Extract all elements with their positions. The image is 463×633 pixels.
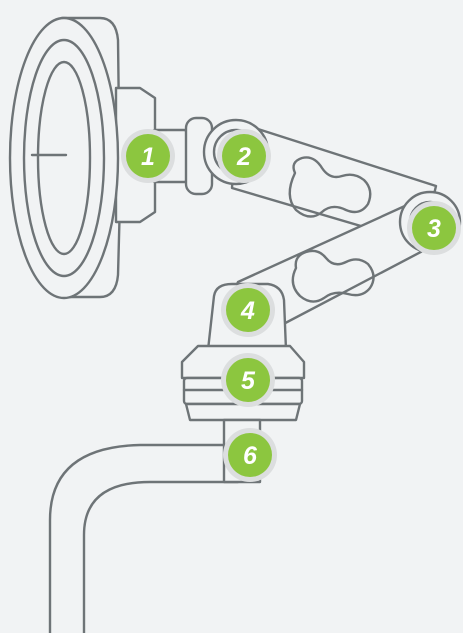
- callout-3: 3: [407, 201, 461, 255]
- callout-4-number: 4: [240, 297, 255, 325]
- callout-5: 5: [221, 353, 275, 407]
- callout-1: 1: [121, 129, 175, 183]
- callout-1-number: 1: [141, 143, 155, 171]
- handlebar-tube: [50, 445, 238, 633]
- callout-6: 6: [223, 428, 277, 482]
- callout-5-number: 5: [241, 367, 256, 395]
- callout-2-number: 2: [236, 143, 251, 171]
- callout-2: 2: [217, 129, 271, 183]
- mirror-lens: [10, 18, 118, 298]
- callout-4: 4: [221, 283, 275, 337]
- callout-3-number: 3: [427, 215, 441, 243]
- callout-6-number: 6: [243, 442, 258, 470]
